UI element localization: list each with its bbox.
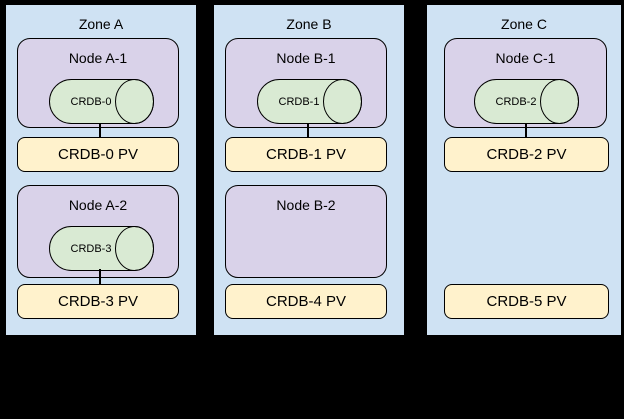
database-cylinder-icon	[49, 79, 154, 124]
cylinder-label: CRDB-3	[70, 242, 112, 255]
pv-crdb-0-box: CRDB-0 PV	[17, 137, 179, 172]
database-cylinder-icon	[49, 226, 154, 271]
node-b1-box: Node B-1 CRDB-1	[225, 38, 387, 128]
cylinder-label: CRDB-0	[70, 95, 112, 108]
zone-b-panel: Zone B Node B-1 CRDB-1 CRDB-1 PV Node B-…	[213, 4, 405, 336]
pv-label: CRDB-1 PV	[265, 146, 347, 163]
connector-line	[99, 123, 101, 137]
pv-crdb-1-box: CRDB-1 PV	[225, 137, 387, 172]
pv-label: CRDB-0 PV	[57, 146, 139, 163]
pv-label: CRDB-5 PV	[486, 293, 567, 310]
node-b2-box: Node B-2	[225, 185, 387, 278]
node-a1-box: Node A-1 CRDB-0	[17, 38, 179, 128]
zone-c-panel: Zone C Node C-1 CRDB-2 CRDB-2 PV CRDB-5 …	[426, 4, 622, 336]
crdb-1-cylinder: CRDB-1	[257, 79, 362, 124]
node-title: Node B-2	[276, 197, 336, 213]
zone-title: Zone B	[286, 16, 332, 32]
zone-title: Zone C	[501, 16, 547, 32]
pv-crdb-3-box: CRDB-3 PV	[17, 284, 179, 319]
crdb-0-cylinder: CRDB-0	[49, 79, 154, 124]
crdb-2-cylinder: CRDB-2	[474, 79, 579, 124]
connector-line	[99, 269, 101, 284]
crdb-3-cylinder: CRDB-3	[49, 226, 154, 271]
pv-label: CRDB-2 PV	[486, 146, 567, 163]
database-cylinder-icon	[474, 79, 579, 124]
node-c1-box: Node C-1 CRDB-2	[444, 38, 607, 128]
pv-label: CRDB-3 PV	[57, 293, 139, 310]
pv-crdb-4-box: CRDB-4 PV	[225, 284, 387, 319]
node-title: Node A-2	[68, 197, 128, 213]
cylinder-label: CRDB-1	[278, 95, 320, 108]
pv-crdb-2-box: CRDB-2 PV	[444, 137, 609, 172]
pv-crdb-5-box: CRDB-5 PV	[444, 284, 609, 319]
database-cylinder-icon	[257, 79, 362, 124]
cylinder-label: CRDB-2	[495, 95, 537, 108]
connector-line	[525, 123, 527, 137]
node-title: Node C-1	[495, 50, 556, 66]
node-a2-box: Node A-2 CRDB-3	[17, 185, 179, 278]
zone-title: Zone A	[78, 16, 124, 32]
pv-label: CRDB-4 PV	[265, 293, 347, 310]
node-title: Node B-1	[276, 50, 336, 66]
node-title: Node A-1	[68, 50, 128, 66]
zone-a-panel: Zone A Node A-1 CRDB-0 CRDB-0 PV Node A-…	[5, 4, 197, 336]
connector-line	[307, 123, 309, 137]
